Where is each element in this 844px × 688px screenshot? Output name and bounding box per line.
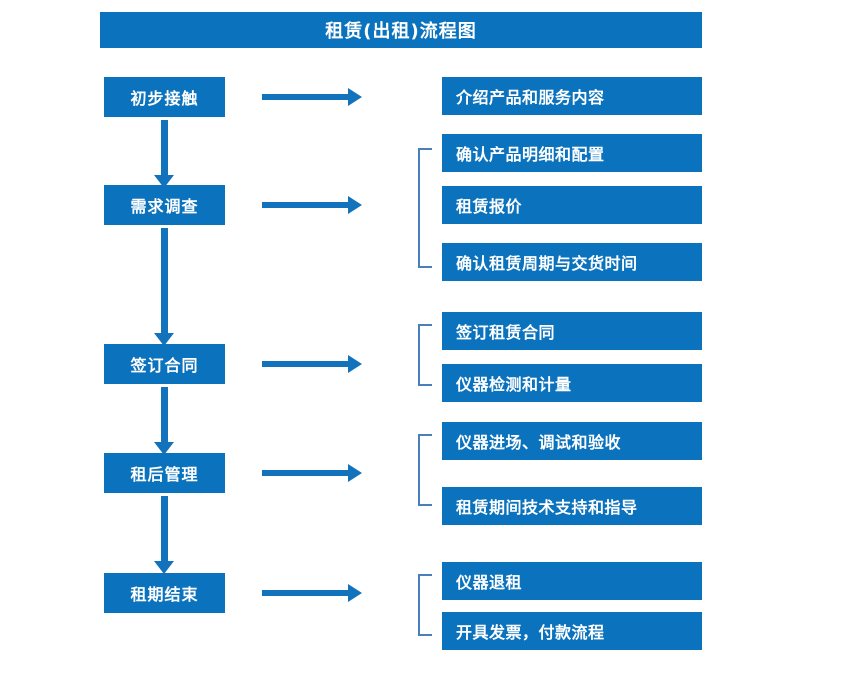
detail-box-2[interactable]: 确认产品明细和配置 (442, 134, 702, 172)
detail-box-6[interactable]: 仪器检测和计量 (442, 364, 702, 402)
group-bracket-contract (418, 324, 432, 386)
down-arrow-4 (154, 496, 174, 574)
down-arrow-1 (154, 120, 174, 188)
detail-box-10[interactable]: 开具发票，付款流程 (442, 612, 702, 650)
right-arrow-2 (262, 196, 362, 214)
detail-box-1[interactable]: 介绍产品和服务内容 (442, 77, 702, 115)
detail-box-8[interactable]: 租赁期间技术支持和指导 (442, 487, 702, 525)
stage-box-5[interactable]: 租期结束 (104, 573, 225, 613)
down-arrow-3 (154, 387, 174, 455)
detail-box-9[interactable]: 仪器退租 (442, 562, 702, 600)
stage-box-3[interactable]: 签订合同 (104, 344, 225, 384)
group-bracket-aftercare (418, 434, 432, 506)
stage-box-2[interactable]: 需求调查 (104, 185, 225, 225)
stage-box-1[interactable]: 初步接触 (104, 77, 225, 117)
right-arrow-3 (262, 355, 362, 373)
right-arrow-1 (262, 88, 362, 106)
detail-box-7[interactable]: 仪器进场、调试和验收 (442, 422, 702, 460)
detail-box-3[interactable]: 租赁报价 (442, 186, 702, 224)
detail-box-4[interactable]: 确认租赁周期与交货时间 (442, 243, 702, 281)
right-arrow-5 (262, 584, 362, 602)
group-bracket-end (418, 574, 432, 636)
group-bracket-demand (418, 148, 432, 268)
detail-box-5[interactable]: 签订租赁合同 (442, 312, 702, 350)
down-arrow-2 (154, 228, 174, 346)
stage-box-4[interactable]: 租后管理 (104, 453, 225, 493)
page-title: 租赁(出租)流程图 (100, 12, 702, 48)
right-arrow-4 (262, 464, 362, 482)
